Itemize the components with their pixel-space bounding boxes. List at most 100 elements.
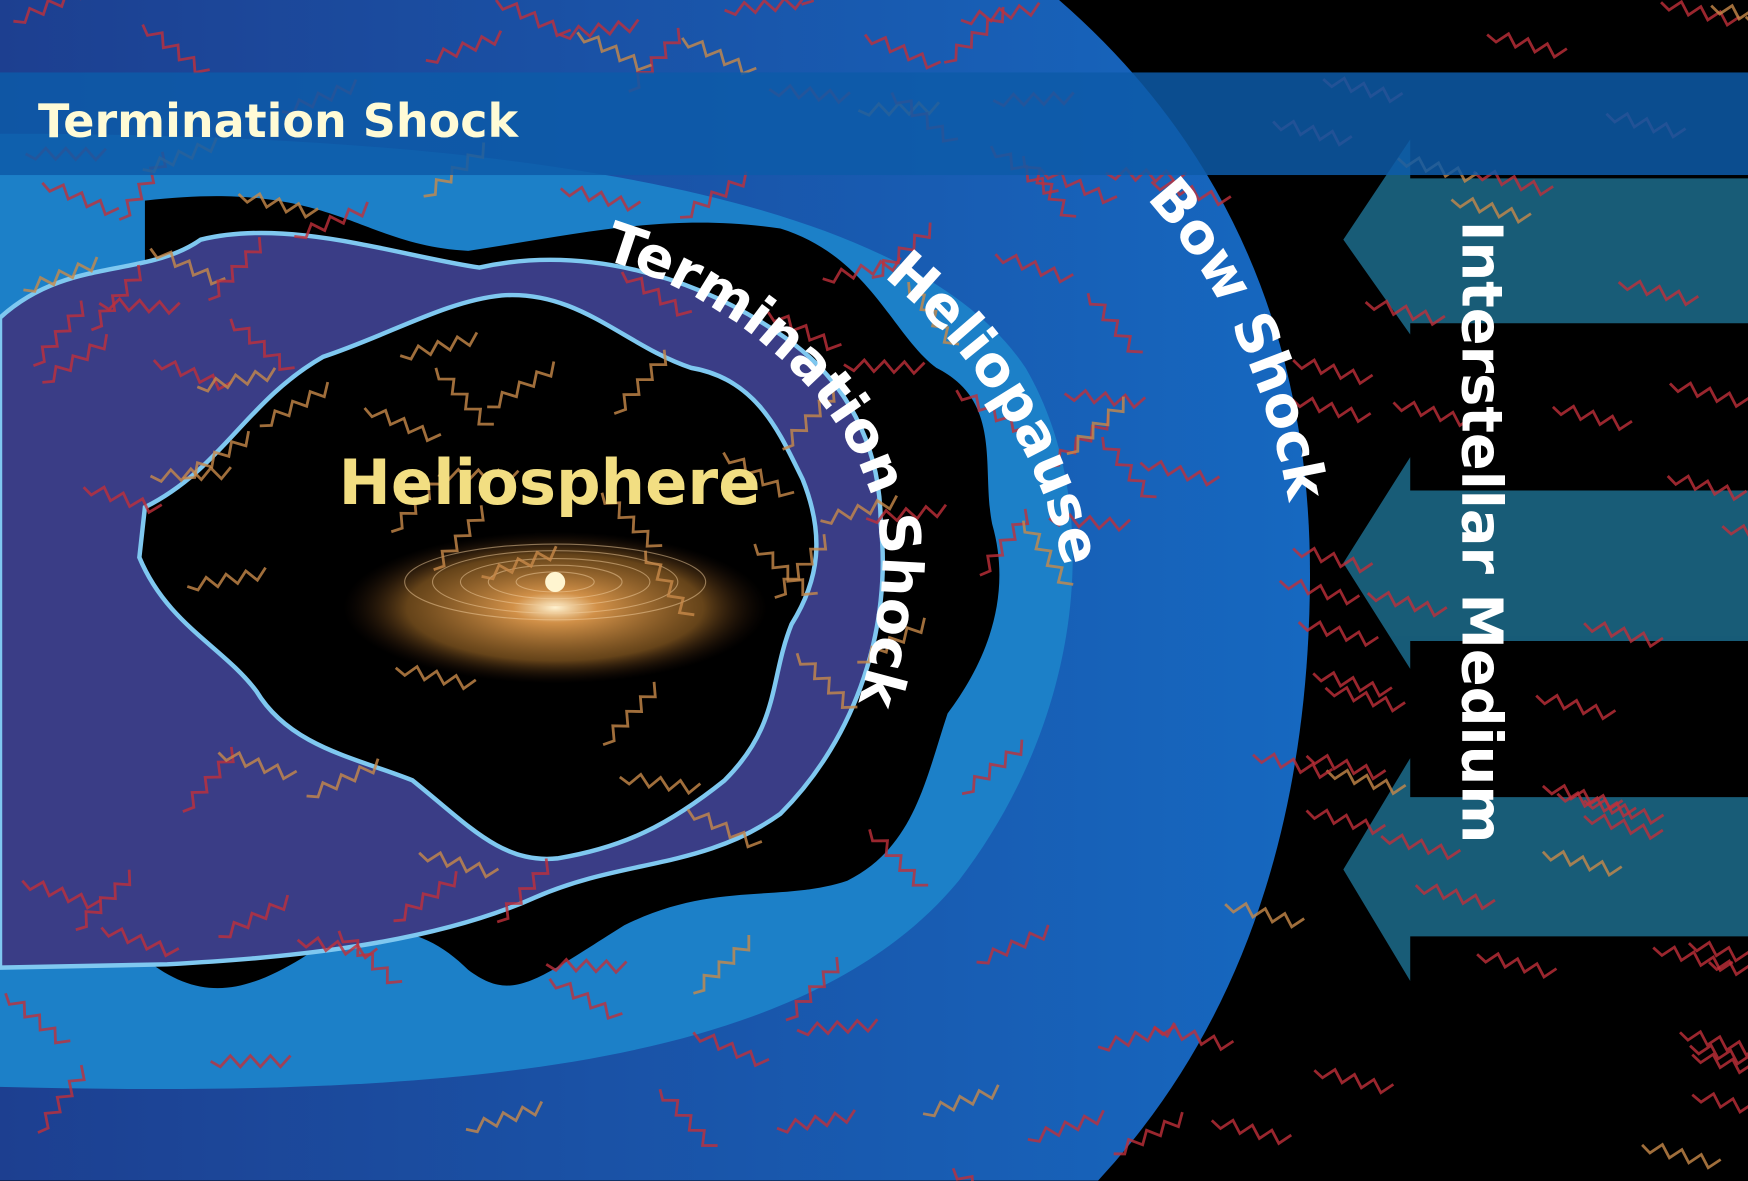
particle-squiggle: [1668, 381, 1748, 409]
particle-squiggle: [229, 318, 295, 372]
particle-squiggle: [100, 926, 180, 958]
particle-squiggle: [390, 469, 445, 534]
particle-squiggle: [196, 367, 277, 393]
solar-system-disk: [343, 531, 767, 684]
particle-squiggle: [693, 934, 751, 995]
particle-squiggle: [182, 430, 250, 480]
particle-squiggle: [600, 492, 663, 548]
particle-squiggle: [722, 451, 795, 498]
particle-squiggle: [955, 389, 1029, 434]
particle-squiggle: [766, 311, 842, 352]
particle-squiggle: [1210, 1118, 1293, 1146]
particle-squiggle: [857, 617, 926, 664]
particle-squiggle: [41, 181, 120, 217]
particle-squiggle: [1048, 512, 1131, 533]
title-bar: [0, 72, 1748, 176]
particle-squiggle: [1583, 621, 1664, 649]
particle-squiggle: [494, 0, 572, 38]
particle-squiggle: [907, 281, 960, 346]
particle-squiggle: [692, 1031, 770, 1068]
particle-squiggle: [425, 30, 503, 65]
particle-squiggle: [1660, 0, 1741, 27]
arrow-1: [1343, 139, 1748, 335]
particle-squiggle: [613, 349, 668, 415]
particle-squiggle: [481, 545, 558, 581]
particle-squiggle: [1652, 945, 1734, 973]
particle-squiggle: [1047, 414, 1110, 469]
particle-squiggle: [1313, 1067, 1395, 1095]
particle-squiggle: [141, 23, 210, 74]
particle-squiggle: [559, 185, 642, 213]
particle-squiggle: [1324, 685, 1406, 713]
particle-squiggle: [753, 543, 818, 597]
particle-squiggle: [1583, 797, 1665, 826]
particle-squiggle: [1486, 31, 1568, 59]
particle-squiggle: [434, 367, 494, 426]
particle-squiggle: [1721, 523, 1748, 537]
particle-squiggle: [1291, 396, 1372, 424]
particle-squiggle: [1292, 358, 1374, 386]
particle-squiggle: [976, 924, 1050, 965]
particle-squiggle: [922, 1084, 1000, 1118]
particle-squiggle: [437, 467, 520, 484]
particle-squiggle: [871, 222, 932, 279]
particle-squiggle: [1476, 951, 1558, 980]
particle-squiggle: [1666, 474, 1748, 502]
particle-squiggle: [1541, 783, 1624, 811]
particle-squiggle: [182, 746, 235, 813]
particle-squiggle: [1027, 1109, 1105, 1143]
particle-squiggle: [496, 858, 550, 924]
particle-squiggle: [785, 956, 840, 1022]
particle-squiggle: [237, 191, 319, 219]
particle-squiggle: [644, 550, 695, 617]
particle-squiggle: [1617, 279, 1700, 307]
particle-squiggles: [4, 0, 1748, 1181]
particle-squiggle: [294, 201, 369, 240]
page-title: Termination Shock: [38, 94, 520, 148]
particle-squiggle: [1022, 520, 1074, 586]
particle-squiggle: [602, 681, 657, 747]
particle-squiggle: [868, 829, 929, 887]
particle-squiggle: [1366, 590, 1448, 618]
particle-squiggle: [620, 271, 693, 317]
particle-squiggle: [399, 331, 479, 361]
particle-squiggle: [1252, 752, 1334, 780]
particle-squiggle: [1414, 883, 1496, 911]
particle-squiggle: [186, 566, 267, 592]
particle-squiggle: [1535, 693, 1617, 721]
particle-squiggle: [1551, 404, 1633, 432]
particle-squiggle: [75, 869, 132, 932]
particle-squiggle: [98, 296, 181, 316]
particle-squiggle: [1224, 901, 1305, 929]
particle-squiggle: [1086, 292, 1143, 354]
particle-squiggle: [337, 930, 403, 985]
particle-squiggle: [618, 772, 702, 796]
particle-squiggle: [393, 871, 458, 923]
particle-squiggle: [149, 465, 232, 484]
particle-squiggle: [1687, 940, 1748, 963]
particle-squiggle: [679, 171, 748, 219]
particle-squiggle: [90, 264, 143, 332]
particle-squiggle: [1679, 1029, 1748, 1057]
particle-squiggle: [23, 256, 99, 293]
particle-squiggle: [545, 957, 628, 975]
particle-squiggle: [961, 739, 1024, 796]
particle-squiggle: [681, 37, 757, 76]
particle-squiggle: [1278, 578, 1361, 606]
particle-squiggle: [796, 1018, 879, 1037]
particle-squiggle: [1691, 1052, 1748, 1075]
interstellar-flow-arrows: [1343, 139, 1748, 982]
particle-squiggle: [820, 494, 898, 526]
particle-squiggle: [465, 1100, 544, 1134]
particle-squiggle: [1710, 3, 1748, 21]
particle-squiggle: [152, 359, 233, 392]
particle-squiggle: [1325, 768, 1407, 796]
particle-squiggle: [782, 386, 836, 451]
particle-squiggle: [1066, 396, 1125, 456]
particle-squiggle: [943, 6, 1005, 64]
particle-squiggle: [1392, 400, 1474, 428]
particle-squiggle: [42, 333, 109, 384]
particle-squiggle: [865, 503, 948, 525]
particle-squiggle: [433, 505, 485, 571]
